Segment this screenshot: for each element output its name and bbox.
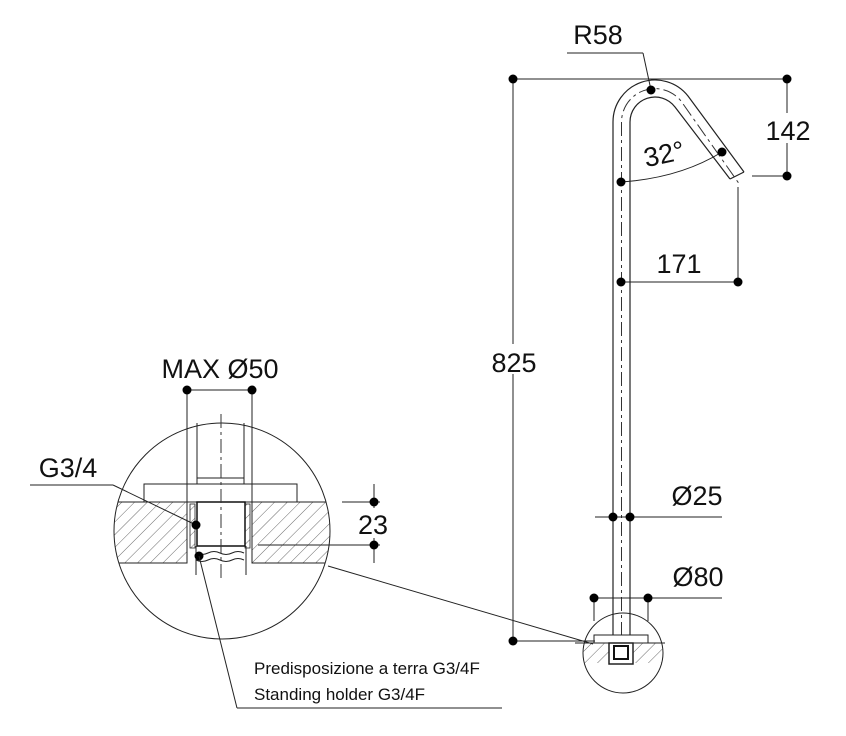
total-height-label: 825	[491, 348, 536, 378]
angle-label: 32°	[641, 135, 687, 173]
floor-detail-enlarged	[113, 414, 331, 640]
note-english: Standing holder G3/4F	[254, 685, 425, 704]
base-diameter-label: Ø80	[672, 562, 723, 592]
holder-callout: Predisposizione a terra G3/4F Standing h…	[194, 551, 502, 709]
max-hole-label: MAX Ø50	[161, 354, 278, 384]
radius-label: R58	[573, 20, 623, 50]
thread-callout: G3/4	[30, 453, 201, 530]
dimension-spout-reach: 171	[616, 187, 743, 287]
dimension-total-height: 825	[490, 74, 787, 646]
dimension-max-hole: MAX Ø50	[161, 354, 279, 560]
dimension-pipe-diameter: Ø25	[595, 481, 723, 522]
base-detail-small	[575, 612, 665, 694]
spout-body	[612, 79, 745, 636]
dimension-spout-drop: 142	[752, 74, 812, 181]
dimension-angle: 32°	[616, 135, 727, 187]
dimension-radius: R58	[567, 20, 656, 95]
thread-label: G3/4	[39, 453, 98, 483]
dimension-base-diameter: Ø80	[589, 562, 724, 621]
dimension-socket-depth: 23	[258, 484, 391, 563]
socket-depth-label: 23	[358, 510, 388, 540]
detail-leader-line	[327, 565, 594, 645]
pipe-diameter-label: Ø25	[671, 481, 722, 511]
spout-drop-label: 142	[765, 116, 810, 146]
spout-reach-label: 171	[656, 249, 701, 279]
note-italian: Predisposizione a terra G3/4F	[254, 659, 480, 678]
